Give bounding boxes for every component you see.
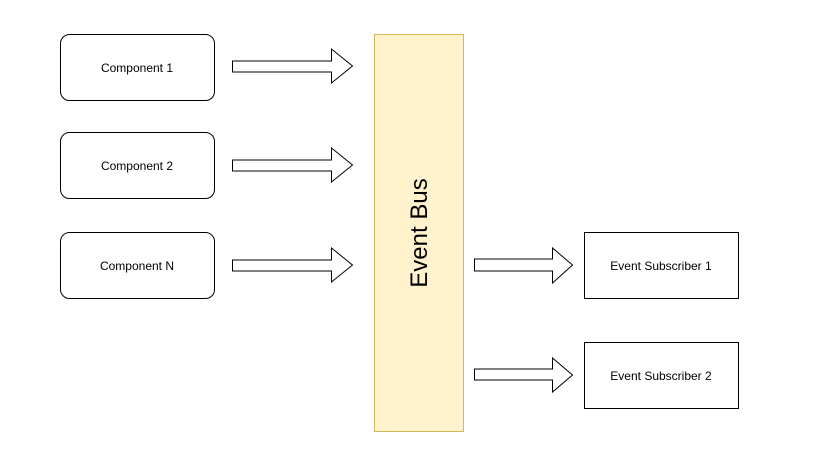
component-1: Component 1 <box>60 34 215 101</box>
arrow-component-1-to-bus <box>232 47 354 85</box>
component-n: Component N <box>60 232 215 299</box>
component-1-label: Component 1 <box>101 61 173 75</box>
event-bus-label: Event Bus <box>406 178 433 287</box>
component-2-label: Component 2 <box>101 159 173 173</box>
arrow-component-n-to-bus <box>232 246 354 284</box>
arrow-bus-to-subscriber-1 <box>474 246 574 285</box>
event-subscriber-2: Event Subscriber 2 <box>584 342 739 409</box>
event-subscriber-2-label: Event Subscriber 2 <box>610 369 712 383</box>
event-bus: Event Bus <box>374 34 464 432</box>
component-2: Component 2 <box>60 132 215 199</box>
component-n-label: Component N <box>100 259 174 273</box>
event-subscriber-1: Event Subscriber 1 <box>584 232 739 299</box>
arrow-component-2-to-bus <box>232 146 354 184</box>
event-subscriber-1-label: Event Subscriber 1 <box>610 259 712 273</box>
arrow-bus-to-subscriber-2 <box>474 356 574 394</box>
